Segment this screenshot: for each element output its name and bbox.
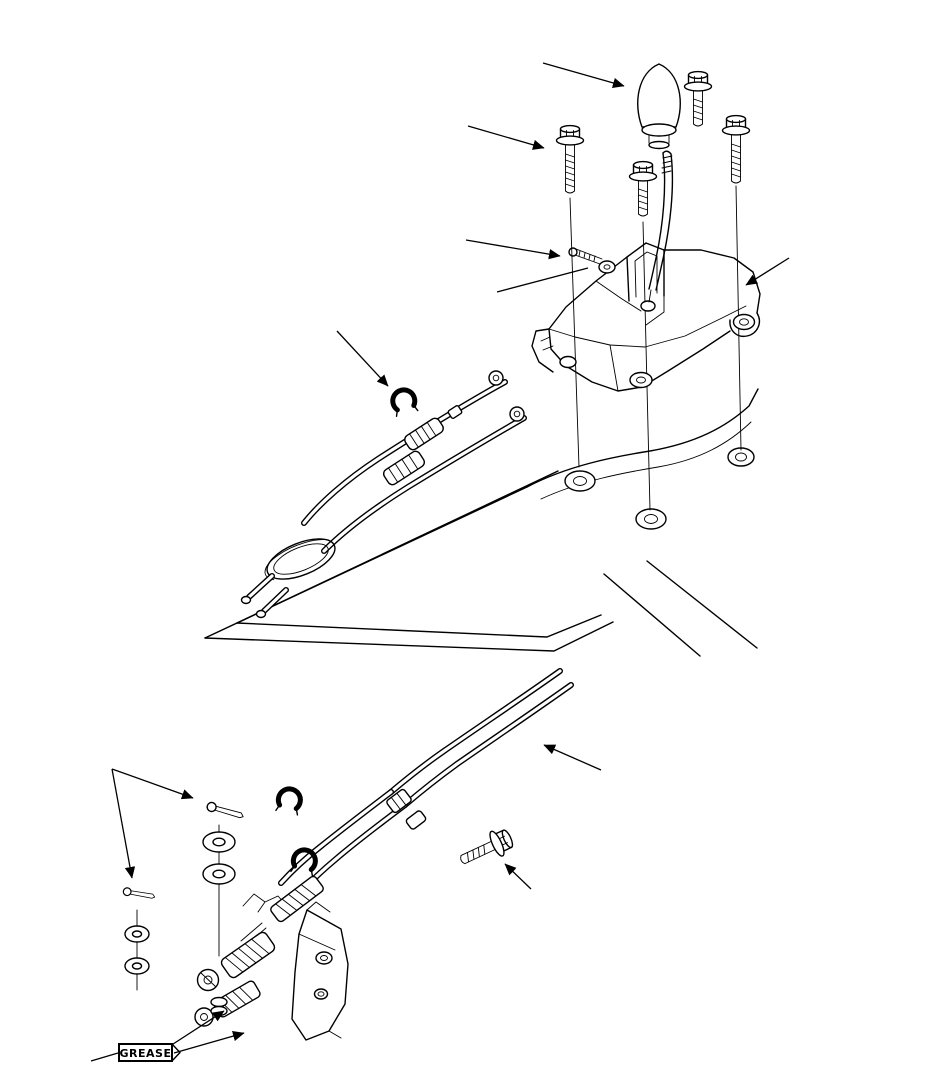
leader-housing bbox=[745, 257, 790, 286]
mounting-bolt-right bbox=[721, 114, 751, 184]
coil-spring-large bbox=[220, 931, 276, 979]
mounting-bolt-left bbox=[555, 124, 585, 194]
small-washer-lower bbox=[124, 957, 150, 975]
roll-pin bbox=[568, 247, 603, 265]
retainer-clip-1 bbox=[276, 787, 303, 815]
cotter-pin-upper bbox=[205, 800, 246, 823]
shifter-housing bbox=[531, 242, 761, 392]
leader-roll-pin bbox=[465, 239, 561, 260]
washer-lower bbox=[202, 863, 236, 885]
cable-adjuster-lower bbox=[382, 450, 426, 486]
leader-grease-1 bbox=[169, 1010, 225, 1047]
leader-lower-cable bbox=[543, 744, 602, 771]
transmission-bracket bbox=[291, 901, 349, 1041]
trunnion-upper bbox=[270, 875, 324, 923]
floor-pan-hole-center bbox=[635, 508, 667, 530]
floor-pan bbox=[204, 388, 759, 657]
cable-junction bbox=[386, 788, 412, 814]
cable-collar bbox=[447, 405, 463, 419]
leader-lines bbox=[90, 62, 790, 1062]
leader-grease-left bbox=[90, 1052, 119, 1062]
leader-shift-knob bbox=[542, 62, 625, 88]
floor-pan-hole-left bbox=[564, 470, 596, 492]
cable-coil-loop bbox=[264, 538, 336, 581]
leader-pin-washer bbox=[496, 267, 589, 293]
leader-lower-bolt bbox=[504, 863, 532, 890]
cable-adjuster-upper bbox=[404, 417, 444, 451]
shift-lever-rod bbox=[648, 150, 674, 291]
pin-washer bbox=[598, 260, 616, 274]
leader-cotter-lower bbox=[111, 768, 136, 879]
mounting-bolt-top-right bbox=[683, 70, 713, 127]
cable-junction-2 bbox=[405, 810, 427, 830]
leader-cable-clip bbox=[336, 330, 389, 387]
floor-pan-hole-right bbox=[727, 447, 755, 467]
grease-label-text: GREASE bbox=[120, 1047, 172, 1060]
lower-shift-cables bbox=[278, 668, 574, 904]
cable-tails bbox=[240, 573, 289, 619]
upper-shift-cables bbox=[301, 370, 527, 554]
shift-knob bbox=[637, 63, 681, 150]
leader-cotter-upper bbox=[111, 768, 194, 800]
washer-upper bbox=[202, 831, 236, 853]
small-washer-upper bbox=[124, 925, 150, 943]
cable-retainer-clip-upper bbox=[390, 387, 417, 416]
cable-end-eye-upper bbox=[196, 968, 220, 992]
grease-label: GREASE bbox=[118, 1043, 181, 1062]
leader-grease-2 bbox=[173, 1031, 245, 1054]
leader-bolt-left bbox=[467, 125, 545, 150]
cotter-pin-lower bbox=[122, 886, 157, 902]
mounting-bolt-center bbox=[628, 160, 658, 217]
